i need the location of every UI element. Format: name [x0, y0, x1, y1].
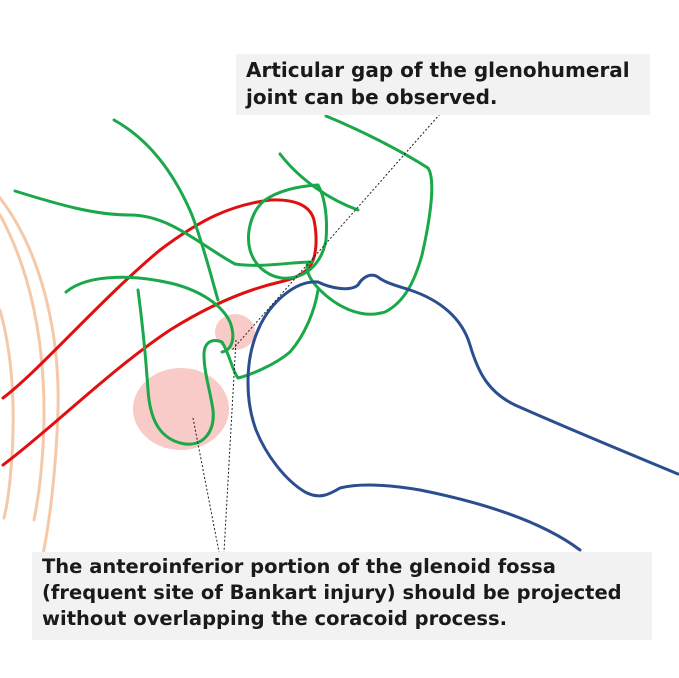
acromion-outline: [278, 152, 360, 212]
pointer-bottom-to-glenoid: [192, 417, 220, 553]
rib-line-inner: [0, 213, 46, 522]
humerus-outline: [246, 273, 679, 552]
pointer-bottom-to-joint-gap: [223, 339, 237, 553]
humeral-head: [246, 273, 679, 552]
highlight-regions: [133, 314, 255, 450]
rib-line-edge: [0, 308, 15, 520]
scapula-upper-border: [13, 189, 314, 267]
scapula-lateral-border: [136, 288, 320, 446]
callout-glenoid-fossa: The anteroinferior portion of the glenoi…: [32, 552, 652, 640]
scapula-spine-line: [112, 118, 220, 302]
clavicle-upper-edge: [1, 198, 318, 400]
callout-glenoid-line-3: without overlapping the coracoid process…: [42, 607, 508, 630]
rib-outlines: [0, 196, 60, 562]
callout-glenoid-line-2: (frequent site of Bankart injury) should…: [42, 581, 622, 604]
callout-glenoid-line-1: The anteroinferior portion of the glenoi…: [42, 555, 556, 578]
callout-joint-gap-line-1: Articular gap of the glenohumeral: [246, 58, 630, 82]
callout-joint-gap-line-2: joint can be observed.: [246, 85, 498, 109]
acromion-lateral-loop: [305, 114, 434, 316]
scapula-outline: [13, 114, 434, 446]
joint-gap-highlight: [215, 314, 255, 350]
coracoid-process: [247, 183, 328, 280]
pointer-lines: [192, 113, 441, 553]
glenoid-inferior-highlight: [133, 368, 229, 450]
glenoid-rim: [64, 275, 235, 354]
rib-line-outer: [0, 196, 60, 562]
callout-joint-gap: Articular gap of the glenohumeral joint …: [236, 54, 650, 115]
pointer-top-to-joint-gap: [231, 113, 441, 351]
